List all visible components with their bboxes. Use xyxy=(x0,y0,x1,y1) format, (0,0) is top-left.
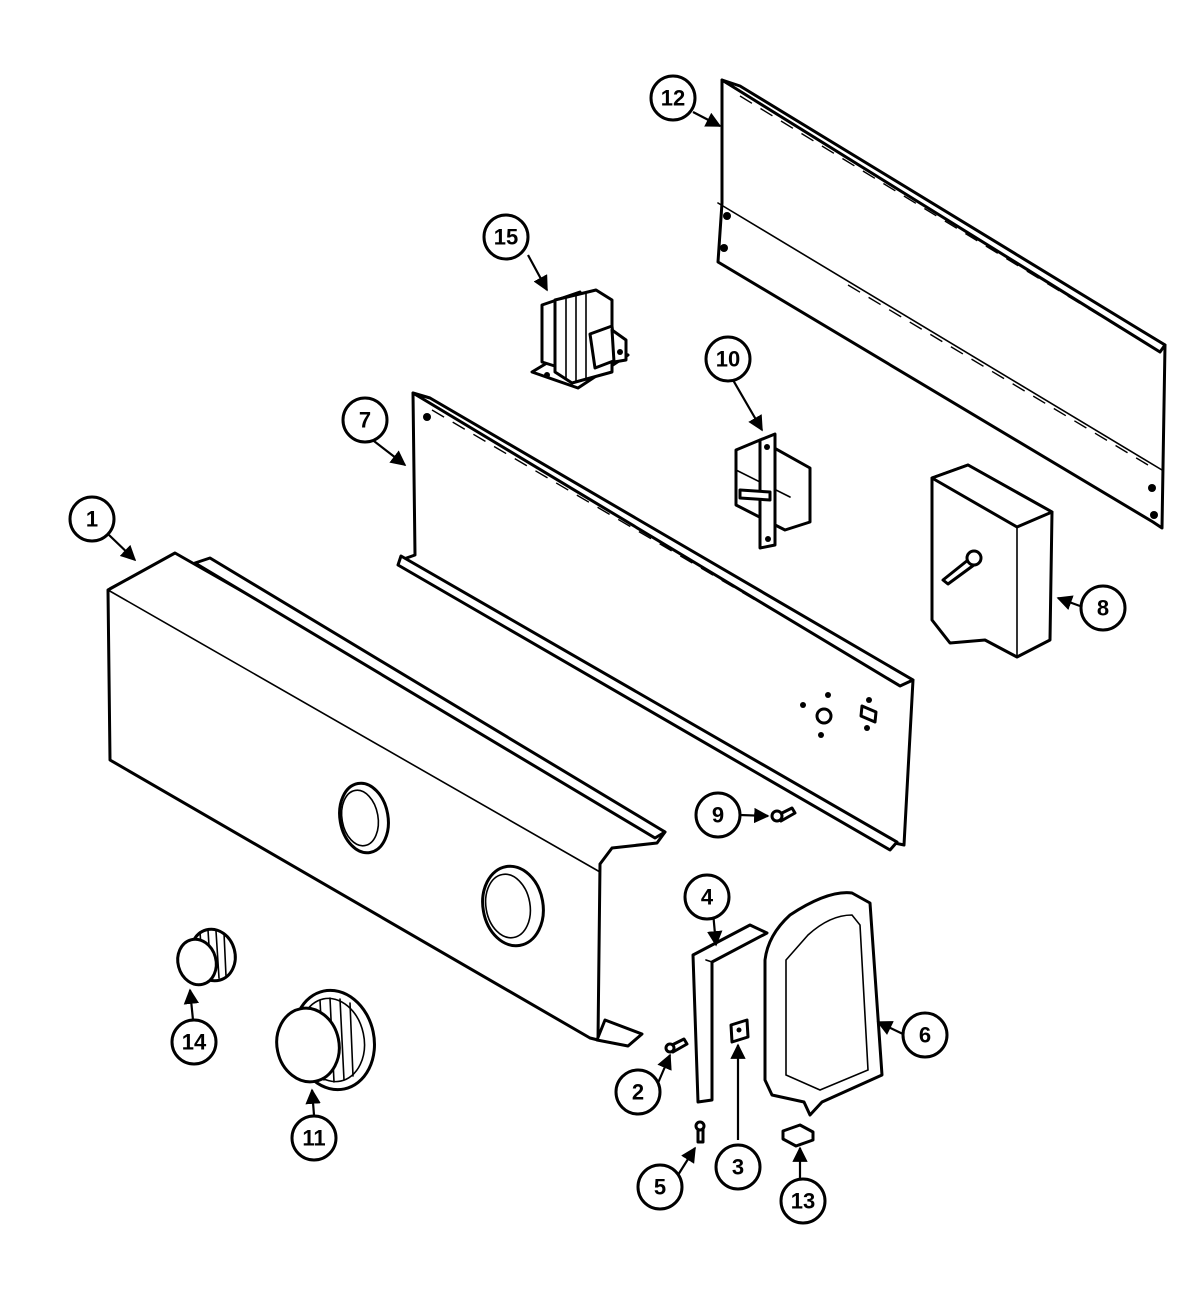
callout-7: 7 xyxy=(341,396,389,444)
screw-part-9 xyxy=(770,806,797,823)
svg-text:7: 7 xyxy=(359,408,371,433)
svg-text:12: 12 xyxy=(661,86,685,111)
svg-text:5: 5 xyxy=(654,1175,666,1200)
callout-10: 10 xyxy=(704,335,752,383)
switch-part-10 xyxy=(734,432,812,550)
timer-part-8 xyxy=(930,463,1054,659)
screw-part-2 xyxy=(664,1037,689,1054)
svg-text:1: 1 xyxy=(86,507,98,532)
transformer-part-15 xyxy=(530,288,630,390)
callout-1: 1 xyxy=(68,495,116,543)
clip-part-3 xyxy=(729,1018,750,1044)
svg-text:11: 11 xyxy=(302,1126,325,1151)
svg-text:15: 15 xyxy=(494,225,518,250)
leader-lines xyxy=(108,111,1081,1180)
svg-text:10: 10 xyxy=(716,347,740,372)
callout-2: 2 xyxy=(614,1068,662,1116)
knob-part-14 xyxy=(176,927,237,987)
callout-8: 8 xyxy=(1079,584,1127,632)
callout-9: 9 xyxy=(694,791,742,839)
svg-text:9: 9 xyxy=(712,803,724,828)
svg-text:6: 6 xyxy=(919,1023,931,1048)
rear-panel-part-12 xyxy=(716,78,1167,530)
svg-text:4: 4 xyxy=(701,885,714,910)
svg-text:3: 3 xyxy=(732,1155,744,1180)
callout-13: 13 xyxy=(779,1177,827,1225)
svg-text:14: 14 xyxy=(182,1030,207,1055)
svg-text:8: 8 xyxy=(1097,596,1109,621)
callout-12: 12 xyxy=(649,74,697,122)
svg-text:2: 2 xyxy=(632,1080,644,1105)
callout-3: 3 xyxy=(714,1143,762,1191)
screw-part-5 xyxy=(694,1120,706,1144)
callout-4: 4 xyxy=(683,873,731,921)
knob-part-11 xyxy=(275,988,376,1092)
callout-15: 15 xyxy=(482,213,530,261)
trim-strip-part-4 xyxy=(691,923,769,1104)
clip-part-13 xyxy=(781,1123,815,1148)
callout-6: 6 xyxy=(901,1011,949,1059)
control-panel-back-part-7 xyxy=(396,391,915,852)
callout-14: 14 xyxy=(170,1018,218,1066)
svg-text:13: 13 xyxy=(791,1189,815,1214)
callout-11: 11 xyxy=(290,1114,338,1162)
callout-5: 5 xyxy=(636,1163,684,1211)
front-console-part-1 xyxy=(106,551,667,1048)
end-cap-part-6 xyxy=(763,891,884,1117)
